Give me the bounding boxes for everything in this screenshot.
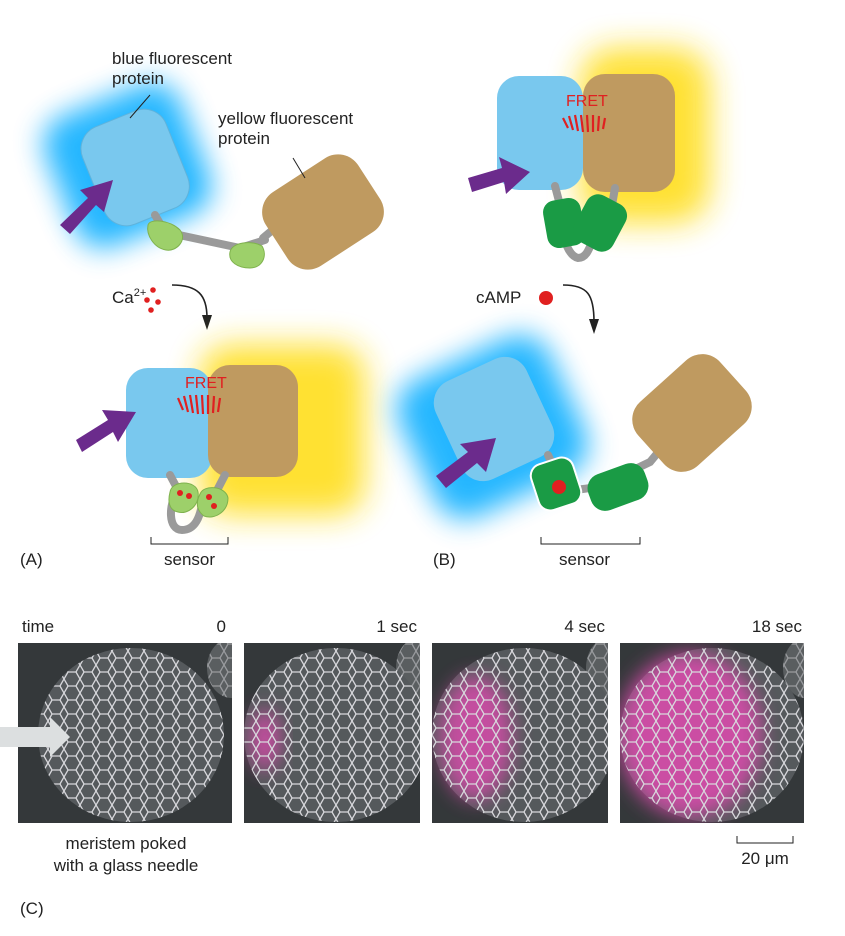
panel-a-top-state: blue fluorescent protein yellow fluoresc… <box>43 49 384 270</box>
fret-signal <box>562 114 607 133</box>
panel-c-tag: (C) <box>20 899 44 918</box>
panel-b-tag: (B) <box>433 550 456 569</box>
time-point: 18 sec <box>752 617 803 636</box>
panel-b-top-state: FRET <box>468 48 710 263</box>
calcium-ion <box>206 494 212 500</box>
blue-fluorescent-protein <box>497 76 583 190</box>
blue-protein-label: protein <box>112 69 164 88</box>
panel-a-bottom-state: FRET sensor <box>76 345 365 569</box>
epac-domain <box>587 463 649 511</box>
calmodulin-lobe-bound <box>168 482 199 514</box>
panel-c: time 0 1 sec 4 sec 18 sec <box>0 617 804 918</box>
calcium-ion <box>144 297 150 303</box>
reaction-arrow <box>171 284 208 319</box>
panel-a-tag: (A) <box>20 550 43 569</box>
calcium-ion <box>155 299 161 305</box>
calmodulin-lobe <box>147 220 184 251</box>
calcium-label: Ca2+ <box>112 287 146 307</box>
camp-molecule <box>552 480 566 494</box>
yellow-fluorescent-protein <box>262 154 384 270</box>
calmodulin-lobe <box>229 242 265 269</box>
yellow-fluorescent-protein <box>583 74 675 192</box>
camp-molecule <box>539 291 553 305</box>
needle-arrow <box>0 717 70 757</box>
calcium-ion <box>177 490 183 496</box>
reaction-arrowhead <box>589 319 599 334</box>
excitation-arrow <box>436 438 496 488</box>
panel-b: FRET cAMP sensor (B) <box>396 48 752 569</box>
excitation-arrow <box>76 410 136 452</box>
panel-a-transition: Ca2+ <box>112 284 212 330</box>
panel-a: blue fluorescent protein yellow fluoresc… <box>20 49 384 569</box>
micrograph-frame <box>244 643 420 823</box>
time-point: 4 sec <box>564 617 605 636</box>
yellow-fluorescent-protein <box>632 354 752 472</box>
caption-line: meristem poked <box>66 834 187 853</box>
leader-line <box>292 157 306 179</box>
fret-signal <box>176 394 222 415</box>
panel-b-bottom-state: sensor <box>396 334 752 569</box>
micrograph-frame <box>620 643 804 823</box>
sensor-label: sensor <box>559 550 610 569</box>
yellow-fluorescent-protein <box>208 365 298 477</box>
time-point: 1 sec <box>376 617 417 636</box>
sensor-label: sensor <box>164 550 215 569</box>
reaction-arrow <box>562 284 595 323</box>
sensor-bracket <box>150 537 229 545</box>
epac-domain <box>572 194 628 252</box>
blue-fluorescent-protein <box>433 356 555 482</box>
reaction-arrowhead <box>202 315 212 330</box>
leader-line <box>129 94 151 119</box>
sensor-bracket <box>540 537 641 545</box>
yellow-protein-label: yellow fluorescent <box>218 109 353 128</box>
blue-protein-label: blue fluorescent <box>112 49 232 68</box>
micrograph-frame <box>432 643 608 823</box>
calcium-ion <box>148 307 154 313</box>
camp-label: cAMP <box>476 288 521 307</box>
yellow-protein-label: protein <box>218 129 270 148</box>
time-point: 0 <box>217 617 226 636</box>
fret-label: FRET <box>566 93 608 110</box>
fret-label: FRET <box>185 375 227 392</box>
calcium-ion <box>150 287 156 293</box>
excitation-arrow <box>60 180 113 234</box>
scale-bar <box>736 836 794 844</box>
calcium-ion <box>186 493 192 499</box>
excitation-arrow <box>468 157 530 194</box>
scale-bar-label: 20 μm <box>741 849 789 868</box>
calcium-ion <box>211 503 217 509</box>
calmodulin-lobe-bound <box>196 487 229 518</box>
caption-line: with a glass needle <box>53 856 199 875</box>
panel-b-transition: cAMP <box>476 284 599 334</box>
time-axis-label: time <box>22 617 54 636</box>
